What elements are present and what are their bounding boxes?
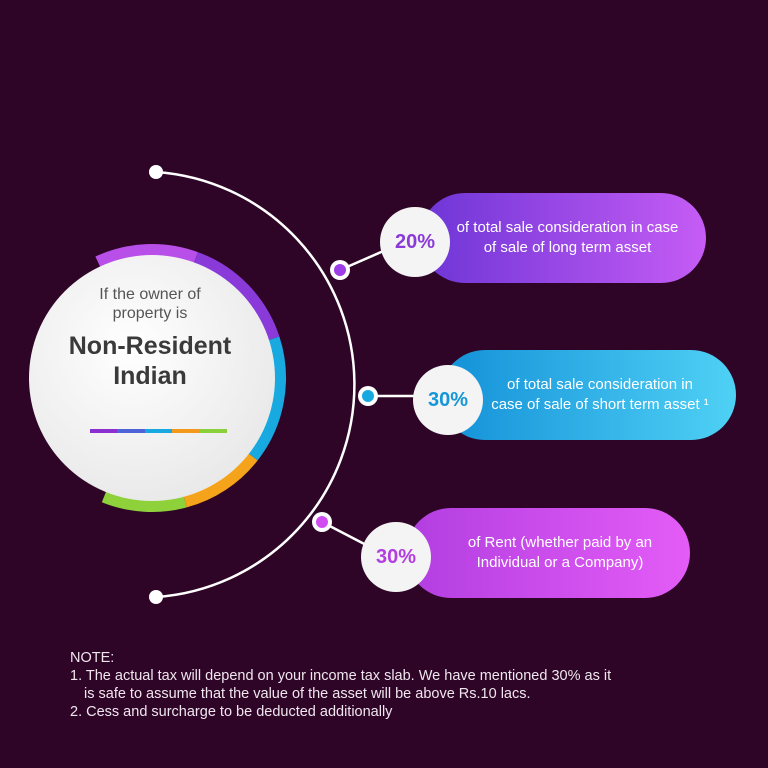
card-1	[420, 193, 706, 283]
center-circle	[29, 255, 275, 501]
ring-segment-1	[95, 244, 198, 268]
card-1-text: of total sale consideration in case of s…	[456, 219, 679, 256]
arc-start-dot	[149, 165, 163, 179]
center-rule	[90, 429, 228, 433]
center-title: Non-Resident Indian	[68, 332, 232, 390]
guide-arc	[155, 170, 356, 599]
badge-3	[361, 522, 431, 592]
center-label: If the owner of property is Non-Resident…	[30, 285, 270, 391]
card-3-text: of Rent (whether paid by an Individual o…	[467, 534, 653, 571]
badge-2-percent: 30%	[427, 388, 469, 411]
ring-segment-4	[183, 453, 258, 508]
badge-1-percent: 20%	[394, 230, 436, 253]
ring-segment-5	[101, 491, 187, 512]
note-block: NOTE: 1. The actual tax will depend on y…	[70, 649, 730, 721]
note-line-1b: is safe to assume that the value of the …	[84, 686, 531, 702]
rule-seg-1	[90, 429, 118, 433]
arc-end-dot	[149, 590, 163, 604]
center-intro: If the owner of property is	[99, 286, 201, 322]
rule-seg-2	[117, 429, 145, 433]
badge-1	[380, 207, 450, 277]
ring-segment-3	[248, 336, 286, 461]
rule-seg-5	[199, 429, 228, 433]
rule-seg-4	[172, 429, 200, 433]
note-line-1a: 1. The actual tax will depend on your in…	[70, 668, 612, 684]
node-dot-3-core	[316, 516, 328, 528]
card-2-text: of total sale consideration in case of s…	[491, 376, 709, 413]
node-dot-1-core	[334, 264, 346, 276]
card-2	[440, 350, 736, 440]
rule-seg-3	[144, 429, 173, 433]
badge-3-percent: 30%	[375, 545, 417, 568]
card-3	[406, 508, 690, 598]
note-heading: NOTE:	[70, 650, 115, 666]
ring-segment-2	[193, 252, 280, 341]
note-line-2: 2. Cess and surcharge to be deducted add…	[70, 704, 393, 720]
node-dot-2-core	[362, 390, 374, 402]
colored-ring	[95, 244, 286, 512]
badge-2	[413, 365, 483, 435]
